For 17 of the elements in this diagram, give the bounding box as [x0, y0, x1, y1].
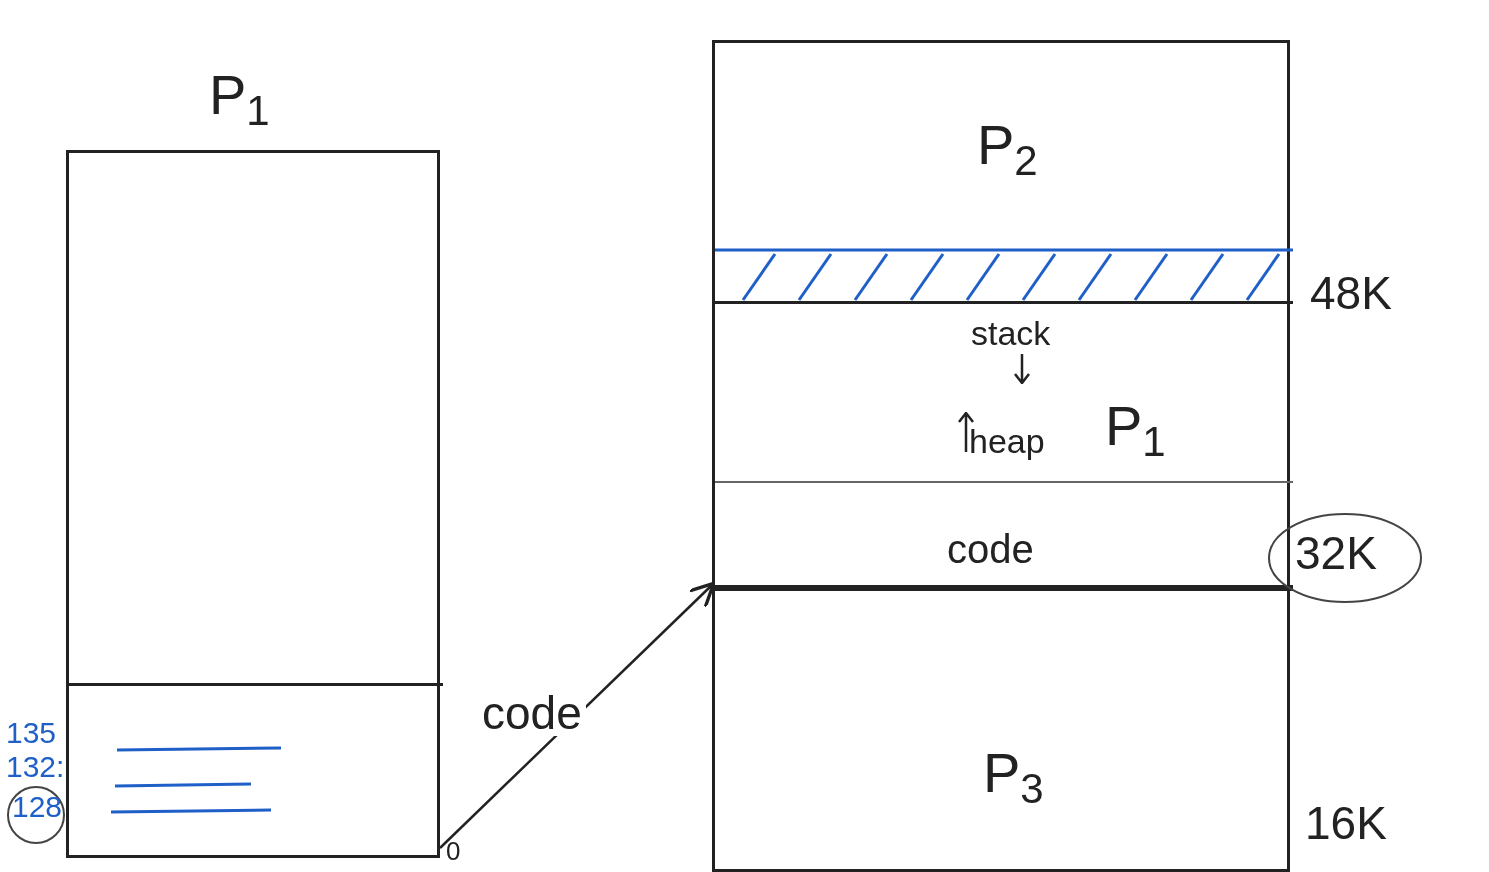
hatched-band [715, 248, 1293, 301]
memory-segment [715, 301, 1293, 588]
boundary-label: 32K [1295, 530, 1377, 576]
segment-label: P$_{3}$ [983, 740, 1044, 814]
segment-label: heap [969, 421, 1045, 462]
address-label: 128 [12, 792, 63, 822]
segment-label: code [947, 526, 1034, 573]
segment-label: P$_{2}$ [977, 112, 1038, 186]
address-label: 132: [6, 752, 65, 782]
address-label: 135 [6, 718, 57, 748]
segment-label: stack [971, 313, 1051, 354]
boundary-label: 0 [446, 838, 461, 864]
box-heading: P$_{1}$ [209, 62, 270, 136]
boundary-label: 16K [1305, 800, 1387, 846]
boundary-label: 48K [1310, 270, 1392, 316]
segment-label: P$_{1}$ [1105, 393, 1166, 467]
memory-box [712, 40, 1290, 872]
